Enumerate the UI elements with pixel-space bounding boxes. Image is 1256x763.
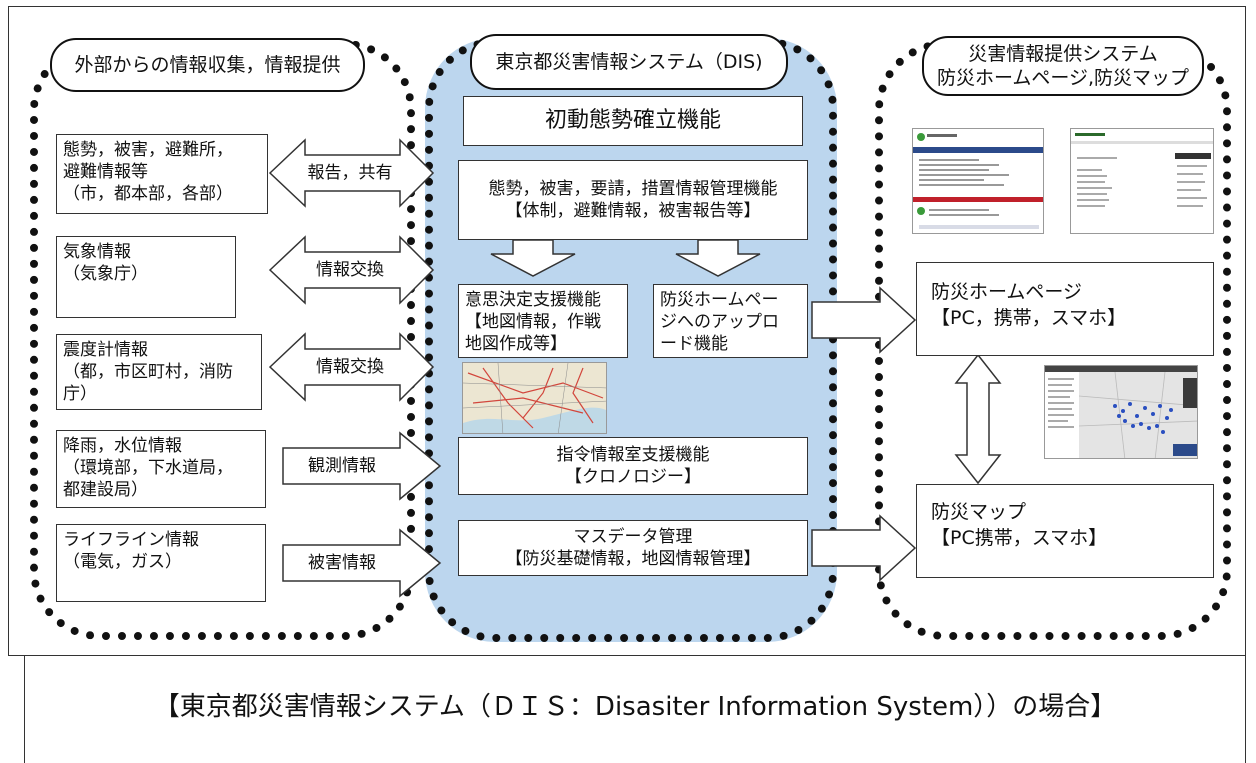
source-box-seismic: 震度計情報 （都，市区町村，消防 庁） [56, 334, 262, 410]
upload-function: 防災ホームペー ジへのアップロ ード機能 [653, 284, 808, 358]
arrow-damage-info [282, 528, 442, 598]
arrow-label-weather: 情報交換 [316, 260, 384, 280]
initial-setup-function: 初動態勢確立機能 [463, 96, 803, 146]
arrow-report-share [268, 138, 435, 208]
diagram-caption: 【東京都災害情報システム（ＤＩＳ：Disasiter Information S… [24, 655, 1246, 763]
arrow-down-decision [490, 239, 576, 277]
homepage-screenshot-1-image [913, 129, 1043, 233]
dis-group-title: 東京都災害情報システム（DIS) [470, 34, 788, 90]
arrow-label-report-share: 報告，共有 [307, 163, 393, 183]
homepage-screenshot-1 [912, 128, 1044, 234]
source-box-rainfall: 降雨，水位情報 （環境部，下水道局， 都建設局） [56, 430, 266, 508]
arrow-to-homepage [811, 286, 917, 354]
external-group-title: 外部からの情報収集，情報提供 [50, 38, 365, 92]
status-management-function: 態勢，被害，要請，措置情報管理機能 【体制，避難情報，被害報告等】 [458, 160, 808, 240]
disaster-map-screenshot [1044, 365, 1198, 459]
command-room-support-function: 指令情報室支援機能 【クロノロジー】 [458, 437, 808, 495]
arrow-to-map [811, 514, 917, 582]
map-thumbnail [462, 362, 607, 434]
disaster-map: 防災マップ 【PC携帯，スマホ】 [916, 484, 1214, 578]
map-image [463, 363, 606, 433]
arrow-observation [282, 431, 442, 501]
arrow-down-upload [675, 239, 761, 277]
decision-support-function: 意思決定支援機能 【地図情報，作戦 地図作成等】 [458, 284, 628, 358]
source-box-lifeline: ライフライン情報 （電気，ガス） [56, 524, 266, 602]
arrow-seismic-exchange [268, 332, 435, 402]
source-box-weather: 気象情報 （気象庁） [56, 236, 236, 318]
disaster-homepage: 防災ホームページ 【PC，携帯，スマホ】 [916, 262, 1214, 356]
mass-data-management: マスデータ管理 【防災基礎情報，地図情報管理】 [458, 520, 808, 576]
source-box-status-damage: 態勢，被害，避難所， 避難情報等 （市，都本部，各部） [56, 134, 268, 214]
homepage-screenshot-2 [1070, 128, 1214, 234]
disaster-map-screenshot-image [1045, 366, 1197, 458]
provision-group-title: 災害情報提供システム 防災ホームページ,防災マップ [922, 36, 1204, 96]
arrow-weather-exchange [268, 235, 435, 305]
arrow-label-observation: 観測情報 [308, 456, 376, 476]
arrow-label-seismic: 情報交換 [316, 357, 384, 377]
homepage-screenshot-2-image [1071, 129, 1213, 233]
arrow-label-damage: 被害情報 [308, 553, 376, 573]
arrow-homepage-map [954, 353, 1002, 485]
